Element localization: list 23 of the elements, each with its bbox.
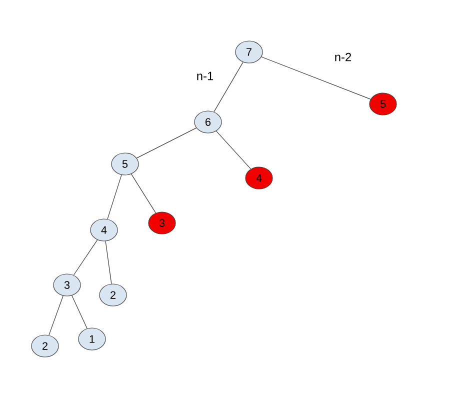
tree-edge [107,174,122,220]
tree-edge [216,130,252,170]
tree-edge [261,56,371,100]
tree-node: 4 [90,218,118,242]
edge-annotation: n-1 [197,72,214,80]
tree-node: 7 [235,40,263,64]
tree-edge [72,295,88,329]
tree-edge [73,240,98,276]
tree-edge [105,240,112,284]
tree-node: 5 [111,152,139,176]
tree-node: 1 [78,328,106,350]
tree-node: 3 [148,212,176,234]
tree-edge [48,296,64,336]
tree-edge [131,174,156,214]
tree-node: 2 [99,284,127,306]
tree-node: 6 [194,110,222,134]
edge-annotation: n-2 [335,52,352,62]
tree-edge [136,128,197,158]
tree-edge [214,62,244,112]
tree-node: 4 [245,166,273,190]
tree-node: 2 [31,334,59,358]
tree-node: 5 [369,92,397,116]
tree-node: 3 [53,274,81,296]
